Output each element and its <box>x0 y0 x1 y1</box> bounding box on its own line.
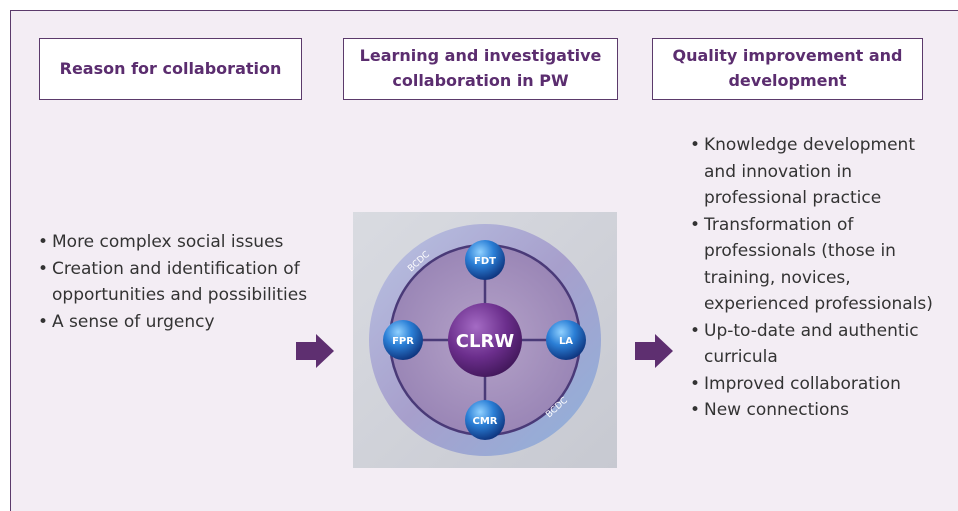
node-left-label: FPR <box>392 336 414 347</box>
clrw-diagram: BCDC BCDC CLRW FDT FPR LA CMR <box>353 212 617 468</box>
reason-item: More complex social issues <box>38 229 308 256</box>
node-bottom <box>465 400 505 440</box>
reason-item: A sense of urgency <box>38 309 308 336</box>
node-right <box>546 320 586 360</box>
node-top-label: FDT <box>474 256 496 267</box>
improvement-item: Improved collaboration <box>690 371 940 398</box>
node-bottom-label: CMR <box>473 416 498 427</box>
node-right-label: LA <box>559 336 573 347</box>
header-quality-text: Quality improvement and development <box>672 46 903 90</box>
header-reason-for-collaboration: Reason for collaboration <box>39 38 302 100</box>
header-learning-collaboration: Learning and investigative collaboration… <box>343 38 618 100</box>
center-node <box>448 303 522 377</box>
header-reason-text: Reason for collaboration <box>59 58 282 78</box>
arrow-right-icon <box>296 334 334 368</box>
header-learning-text: Learning and investigative collaboration… <box>359 46 602 90</box>
improvement-item: Up-to-date and authentic curricula <box>690 318 940 371</box>
header-quality-improvement: Quality improvement and development <box>652 38 923 100</box>
improvement-item: New connections <box>690 397 940 424</box>
node-left <box>383 320 423 360</box>
node-top <box>465 240 505 280</box>
improvement-item: Knowledge development and innovation in … <box>690 132 940 212</box>
improvement-item: Transformation of professionals (those i… <box>690 212 940 318</box>
arrow-right-icon <box>635 334 673 368</box>
center-node-label: CLRW <box>456 331 515 352</box>
reason-item: Creation and identification of opportuni… <box>38 256 308 309</box>
reasons-list: More complex social issues Creation and … <box>38 229 308 335</box>
improvements-list: Knowledge development and innovation in … <box>690 132 940 424</box>
